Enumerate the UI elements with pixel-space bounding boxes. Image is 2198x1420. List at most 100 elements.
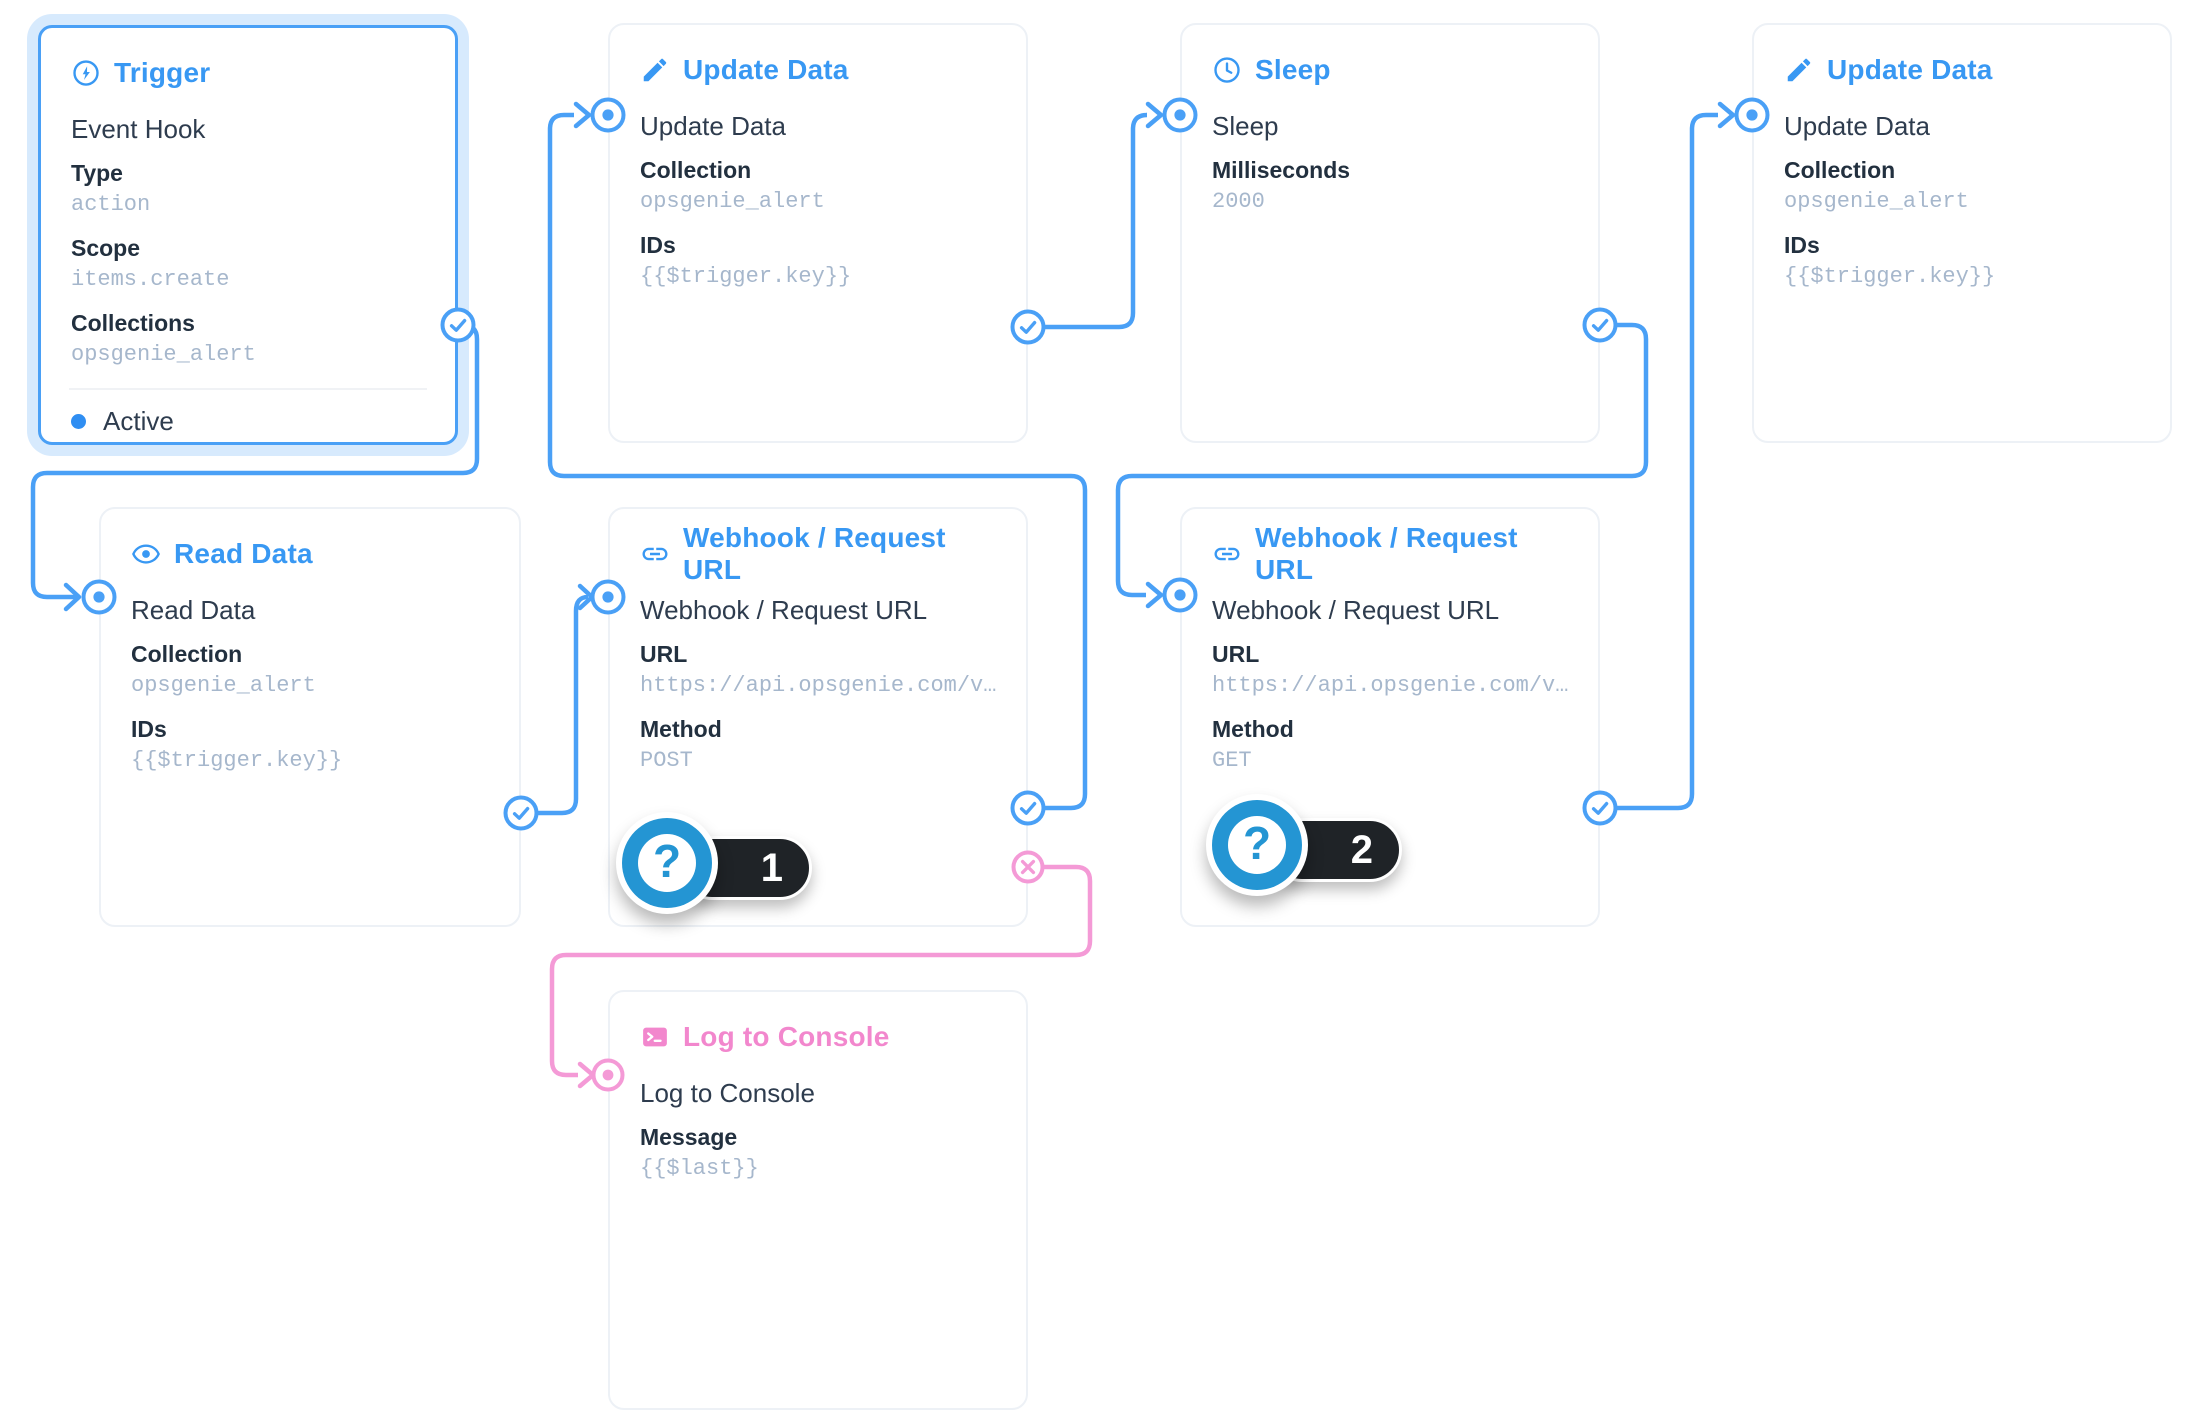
field-value: opsgenie_alert: [1784, 189, 1969, 214]
node-name: Log to Console: [640, 1078, 815, 1108]
resolve-handles: [440, 307, 1618, 884]
field: Collection opsgenie_alert: [131, 638, 489, 702]
field-label: IDs: [131, 716, 167, 742]
node-update-data-2[interactable]: Update Data Update Data Collection opsge…: [1752, 23, 2172, 443]
node-title: Read Data: [174, 538, 313, 569]
node-sleep[interactable]: Sleep Sleep Milliseconds 2000: [1180, 23, 1600, 443]
field: URL https://api.opsgenie.com/v…: [640, 638, 996, 702]
node-title: Webhook / Request URL: [1255, 522, 1518, 585]
field: Type action: [71, 157, 425, 221]
node-title: Update Data: [683, 54, 849, 85]
node-header: Trigger: [71, 54, 425, 92]
field-value: action: [71, 192, 151, 217]
field-value: opsgenie_alert: [71, 342, 256, 367]
input-handle-update-data-1[interactable]: [590, 97, 626, 133]
bolt-circle-icon: [71, 58, 101, 88]
connector-update-data-1-sleep: [1028, 112, 1148, 330]
connector-webhook-1-reject-log: [549, 864, 1093, 1078]
node-name: Webhook / Request URL: [640, 595, 928, 625]
field-value: 2000: [1212, 189, 1265, 214]
arrowhead-icon: [573, 101, 592, 129]
node-name: Update Data: [640, 111, 786, 141]
node-log-to-console[interactable]: Log to Console Log to Console Message {{…: [608, 990, 1028, 1410]
node-read-data[interactable]: Read Data Read Data Collection opsgenie_…: [99, 507, 521, 927]
node-name: Read Data: [131, 595, 256, 625]
field-label: Collection: [1784, 157, 1896, 183]
arrowhead-icon: [1145, 581, 1164, 609]
arrowhead-icon: [1145, 101, 1164, 129]
field: URL https://api.opsgenie.com/v…: [1212, 638, 1568, 702]
field-label: Method: [1212, 716, 1294, 742]
node-name: Event Hook: [71, 114, 206, 144]
field-label: Message: [640, 1124, 738, 1150]
field-label: IDs: [1784, 232, 1820, 258]
input-handle-webhook-2[interactable]: [1162, 577, 1198, 613]
node-title: Trigger: [114, 57, 211, 88]
node-trigger[interactable]: Trigger Event Hook Type action Scope ite…: [38, 25, 458, 445]
field-value: {{$trigger.key}}: [1784, 264, 1996, 289]
field: IDs {{$trigger.key}}: [131, 713, 489, 777]
field-value: items.create: [71, 267, 230, 292]
field-label: URL: [640, 641, 688, 667]
node-header: Sleep: [1212, 51, 1568, 89]
terminal-icon: [640, 1022, 670, 1052]
field: IDs {{$trigger.key}}: [1784, 229, 2140, 293]
field: Scope items.create: [71, 232, 425, 296]
field: IDs {{$trigger.key}}: [640, 229, 996, 293]
edit-icon: [640, 55, 670, 85]
node-title: Webhook / Request URL: [683, 522, 946, 585]
help-badge-number: 2: [1350, 828, 1373, 872]
node-update-data-1[interactable]: Update Data Update Data Collection opsge…: [608, 23, 1028, 443]
arrowhead-icon: [63, 582, 82, 612]
resolve-handle-webhook-2[interactable]: [1582, 790, 1618, 826]
resolve-handle-sleep[interactable]: [1582, 307, 1618, 343]
field-value: GET: [1212, 748, 1252, 773]
node-title: Log to Console: [683, 1021, 890, 1052]
field-label: IDs: [640, 232, 676, 258]
resolve-handle-trigger[interactable]: [440, 307, 476, 343]
field-label: Method: [640, 716, 722, 742]
field-value: https://api.opsgenie.com/v…: [1212, 673, 1569, 698]
node-header: Webhook / Request URL: [1212, 522, 1568, 585]
active-dot-icon: [71, 414, 86, 429]
field: Method GET: [1212, 713, 1568, 777]
input-handle-log-to-console[interactable]: [591, 1058, 625, 1092]
edit-icon: [1784, 55, 1814, 85]
node-name: Update Data: [1784, 111, 1930, 141]
input-handle-read-data[interactable]: [81, 579, 117, 615]
field-value: opsgenie_alert: [640, 189, 825, 214]
resolve-handle-read-data[interactable]: [503, 795, 539, 831]
reject-handle-webhook-1[interactable]: [1011, 850, 1045, 884]
input-handle-update-data-2[interactable]: [1734, 97, 1770, 133]
input-handle-webhook-1[interactable]: [590, 579, 626, 615]
field-label: URL: [1212, 641, 1260, 667]
node-header: Update Data: [640, 51, 996, 89]
connector-webhook-2-update-data-2: [1600, 112, 1718, 811]
node-title: Update Data: [1827, 54, 1993, 85]
help-badge-2[interactable]: 2 ?: [1206, 794, 1438, 898]
question-mark-icon: ?: [616, 812, 718, 914]
node-header: Read Data: [131, 535, 489, 573]
connector-read-data-webhook-1: [521, 594, 589, 816]
arrowhead-icon: [577, 1061, 596, 1089]
field-value: opsgenie_alert: [131, 673, 316, 698]
field-label: Scope: [71, 235, 141, 261]
connector-trigger-read-data: [30, 322, 480, 600]
resolve-handle-webhook-1[interactable]: [1010, 790, 1046, 826]
field: Message {{$last}}: [640, 1121, 996, 1185]
resolve-handle-update-data-1[interactable]: [1010, 309, 1046, 345]
input-handle-sleep[interactable]: [1162, 97, 1198, 133]
trigger-status: Active: [71, 406, 174, 437]
help-badge-1[interactable]: 1 ?: [616, 812, 848, 916]
field-label: Collections: [71, 310, 195, 336]
status-label: Active: [103, 406, 174, 436]
field: Collection opsgenie_alert: [1784, 154, 2140, 218]
arrowhead-icon: [1717, 101, 1736, 129]
link-icon: [640, 539, 670, 569]
field-label: Milliseconds: [1212, 157, 1351, 183]
node-name: Webhook / Request URL: [1212, 595, 1500, 625]
field: Milliseconds 2000: [1212, 154, 1568, 218]
field: Collection opsgenie_alert: [640, 154, 996, 218]
